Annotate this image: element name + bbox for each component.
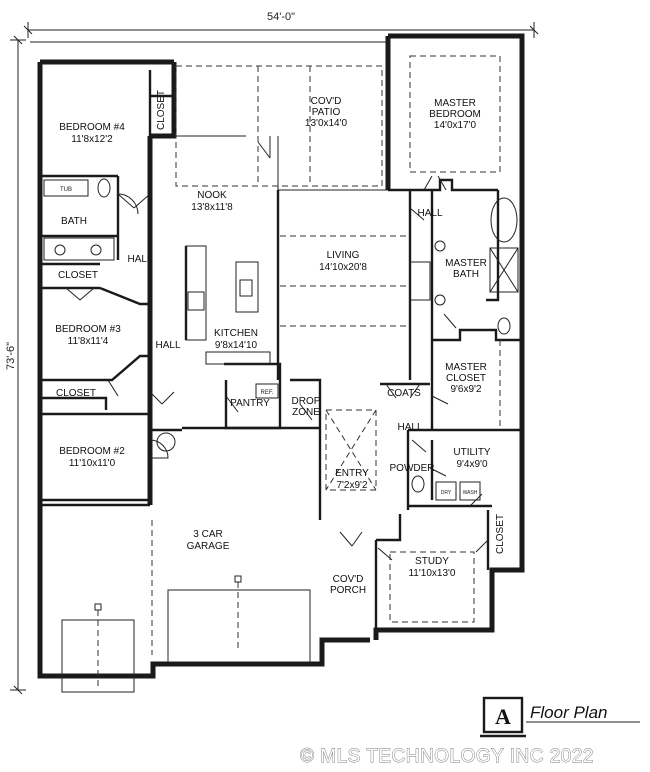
dryer-label: DRY	[441, 490, 452, 496]
garage-name-line1: 3 CAR	[193, 529, 222, 540]
toilet-icon	[497, 317, 511, 335]
entry-size: 7'2x9'2	[336, 480, 368, 491]
bath-name: BATH	[61, 216, 87, 227]
legend	[480, 696, 640, 738]
toilet-icon	[411, 475, 425, 493]
master-closet-name-line2: CLOSET	[446, 373, 486, 384]
coats-name: COATS	[387, 388, 421, 399]
patio-size: 13'0x14'0	[305, 118, 348, 129]
width-dimension: 54'-0"	[267, 11, 295, 23]
bedroom3-size: 11'8x11'4	[68, 336, 109, 347]
bedroom2-size: 11'10x11'0	[69, 458, 116, 469]
shower-icon	[489, 247, 519, 293]
porch-name-line1: COV'D	[333, 574, 364, 585]
sink-icon	[434, 294, 446, 306]
washer-label: WASH	[463, 490, 478, 496]
pantry-name: PANTRY	[230, 398, 270, 409]
range-icon	[187, 291, 205, 311]
hall-upper-name: HALL	[127, 254, 152, 265]
sink-icon	[90, 244, 102, 256]
legend-title: Floor Plan	[530, 703, 607, 722]
toilet-icon	[97, 178, 111, 198]
kitchen-size: 9'8x14'10	[215, 340, 258, 351]
dimension-lines	[10, 22, 539, 695]
garage-name-line2: GARAGE	[187, 541, 230, 552]
nook-name: NOOK	[197, 190, 227, 201]
fixtures	[43, 178, 519, 501]
refrigerator-icon	[255, 383, 279, 399]
closet-study-label: CLOSET	[495, 514, 506, 554]
utility-size: 9'4x9'0	[456, 459, 488, 470]
island-icon	[235, 261, 259, 313]
bedroom3-name: BEDROOM #3	[55, 324, 121, 335]
living-size: 14'10x20'8	[319, 262, 367, 273]
study-size: 11'10x13'0	[408, 568, 455, 579]
patio-name-line2: PATIO	[312, 107, 341, 118]
closet-bed2-label: CLOSET	[56, 388, 96, 399]
depth-dimension: 73'-6"	[5, 342, 17, 370]
master-bedroom-name-line1: MASTER	[434, 98, 476, 109]
closet-bed4-label: CLOSET	[156, 90, 167, 130]
refrigerator-label: REF.	[260, 390, 273, 396]
patio-outline	[175, 65, 388, 191]
drop-zone-name-line2: ZONE	[292, 407, 320, 418]
tub-icon	[490, 197, 518, 243]
drop-zone-name-line1: DROP	[292, 396, 321, 407]
vanity-icon	[43, 237, 115, 261]
tub-label: TUB	[60, 187, 72, 193]
bath-tub-icon	[43, 179, 89, 197]
master-bedroom-name-line2: BEDROOM	[429, 109, 481, 120]
utility-name: UTILITY	[453, 447, 491, 458]
living-name: LIVING	[327, 250, 360, 261]
powder-name: POWDER	[390, 463, 435, 474]
master-bath-name-line2: BATH	[453, 269, 479, 280]
copyright-watermark: © MLS TECHNOLOGY INC 2022	[300, 746, 594, 767]
sink-icon	[54, 244, 66, 256]
washer-icon	[459, 481, 481, 501]
study-name: STUDY	[415, 556, 449, 567]
hall-lower-name: HALL	[397, 422, 422, 433]
master-bedroom-size: 14'0x17'0	[434, 120, 477, 131]
interior-walls	[40, 70, 522, 630]
porch-name-line2: PORCH	[330, 585, 366, 596]
hall-master-name: HALL	[417, 208, 442, 219]
kitchen-name: KITCHEN	[214, 328, 258, 339]
dryer-icon	[435, 481, 457, 501]
master-closet-name-line1: MASTER	[445, 362, 487, 373]
legend-letter: A	[495, 704, 511, 729]
ceiling-lines	[61, 55, 501, 693]
bedroom2-name: BEDROOM #2	[59, 446, 125, 457]
sink-icon	[239, 279, 253, 297]
water-heater-icon	[156, 432, 176, 452]
bedroom4-size: 11'8x12'2	[71, 134, 113, 145]
counter-icon	[205, 351, 271, 365]
master-bath-name-line1: MASTER	[445, 258, 487, 269]
bedroom4-name: BEDROOM #4	[59, 122, 125, 133]
patio-name-line1: COV'D	[311, 96, 342, 107]
nook-size: 13'8x11'8	[191, 202, 233, 213]
kitchen-counter-icon	[185, 245, 207, 341]
entry-name: ENTRY	[335, 468, 369, 479]
sink-icon	[434, 240, 446, 252]
closet-bed3-label: CLOSET	[58, 270, 98, 281]
hall-mid-name: HALL	[155, 340, 180, 351]
fireplace-icon	[409, 261, 431, 301]
master-closet-size: 9'6x9'2	[450, 384, 482, 395]
